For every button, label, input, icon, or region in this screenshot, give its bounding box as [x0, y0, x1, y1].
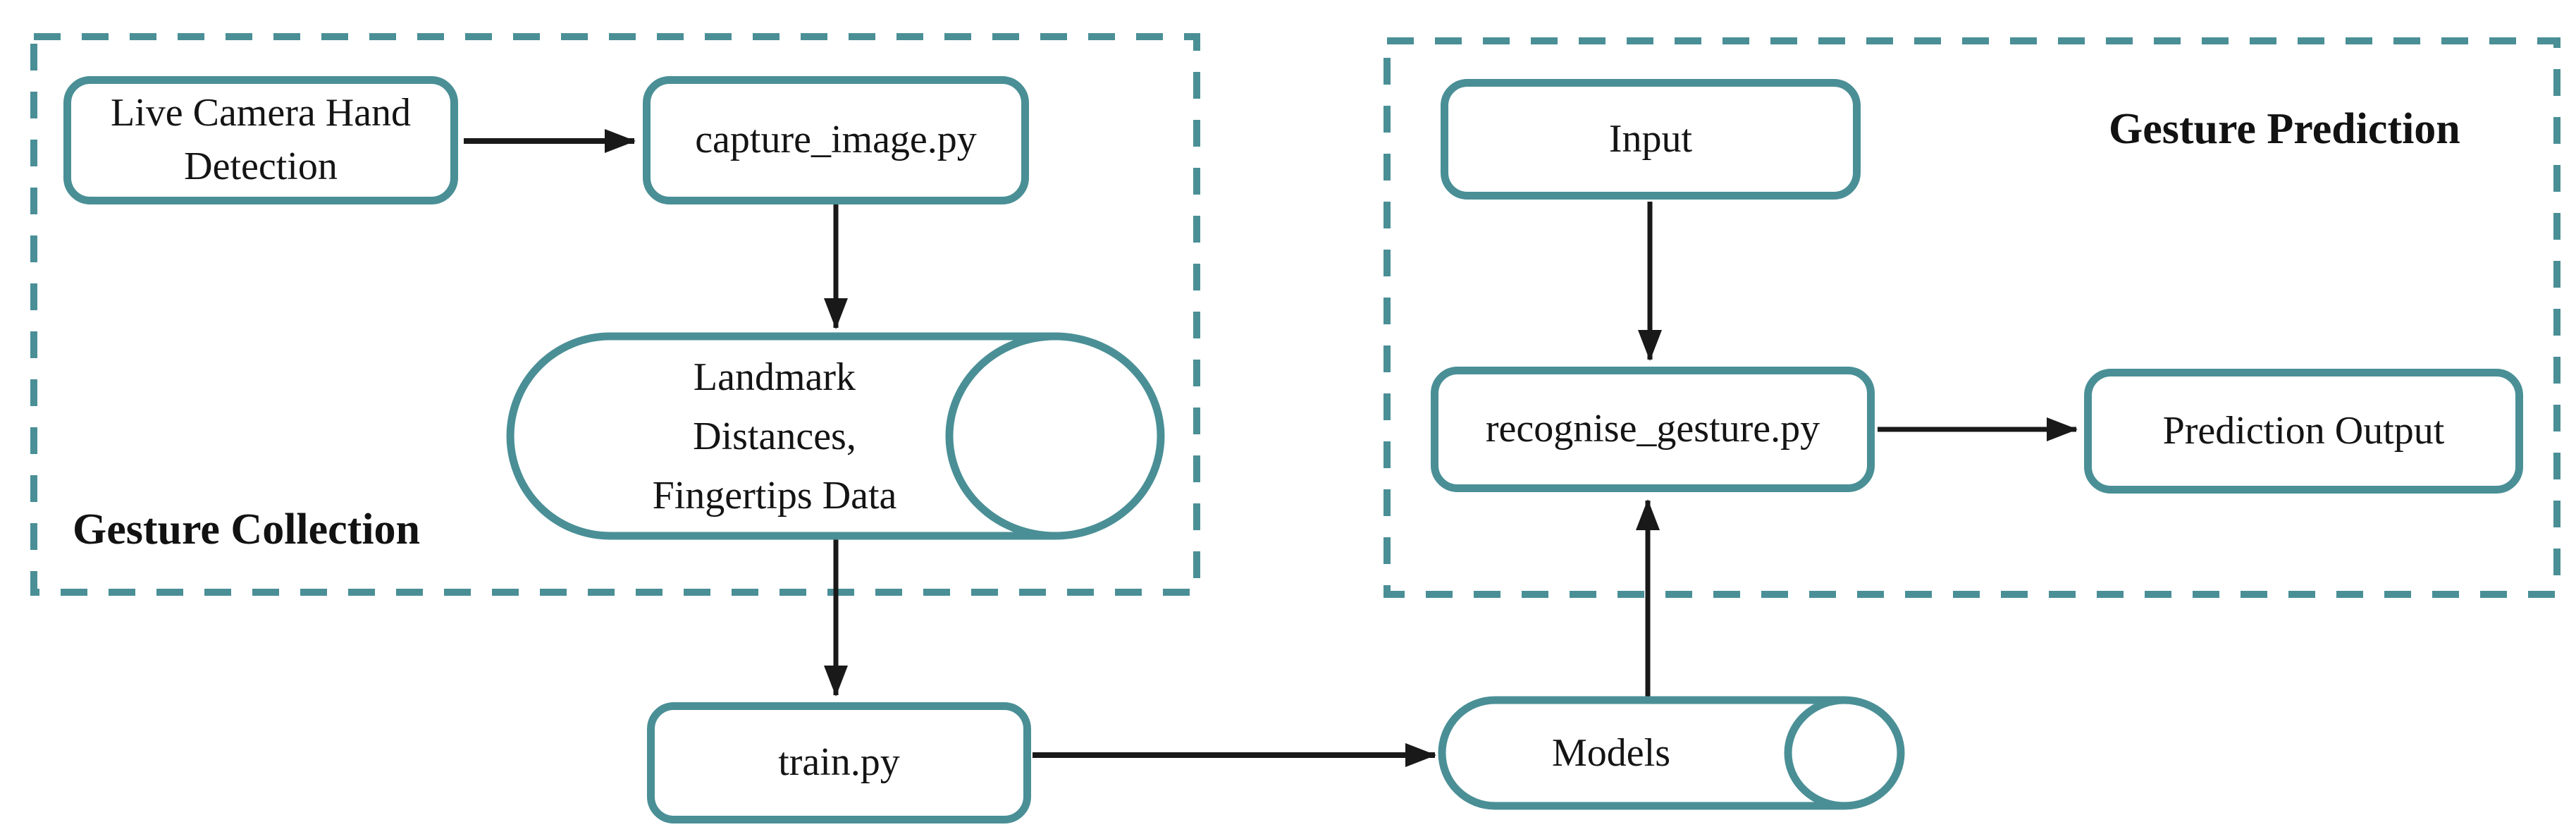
node-prediction-output-label: Prediction Output: [2162, 408, 2445, 453]
group-gesture-collection-border: [30, 33, 1200, 596]
node-recognise-gesture-label: recognise_gesture.py: [1485, 407, 1820, 451]
group-title-gesture-collection: Gesture Collection: [73, 506, 421, 553]
node-live-camera-hand-detection-label: Live Camera Hand Detection: [110, 91, 412, 188]
node-input-label: Input: [1608, 116, 1693, 161]
storage-landmark-data-shape: [506, 332, 1165, 540]
node-train: train.py: [647, 702, 1031, 823]
group-title-gesture-prediction: Gesture Prediction: [2109, 105, 2460, 153]
group-gesture-prediction-border: [1383, 37, 2560, 598]
node-capture-image: capture_image.py: [643, 76, 1029, 204]
storage-models-shape: [1438, 696, 1905, 810]
node-train-label: train.py: [778, 740, 900, 785]
node-capture-image-label: capture_image.py: [695, 118, 977, 162]
node-live-camera-hand-detection: Live Camera Hand Detection: [63, 76, 458, 204]
node-prediction-output: Prediction Output: [2084, 369, 2523, 494]
storage-landmark-data-end-disc: [945, 332, 1165, 540]
node-input: Input: [1441, 79, 1861, 200]
node-recognise-gesture: recognise_gesture.py: [1431, 367, 1875, 492]
storage-models-end-disc: [1784, 696, 1905, 810]
